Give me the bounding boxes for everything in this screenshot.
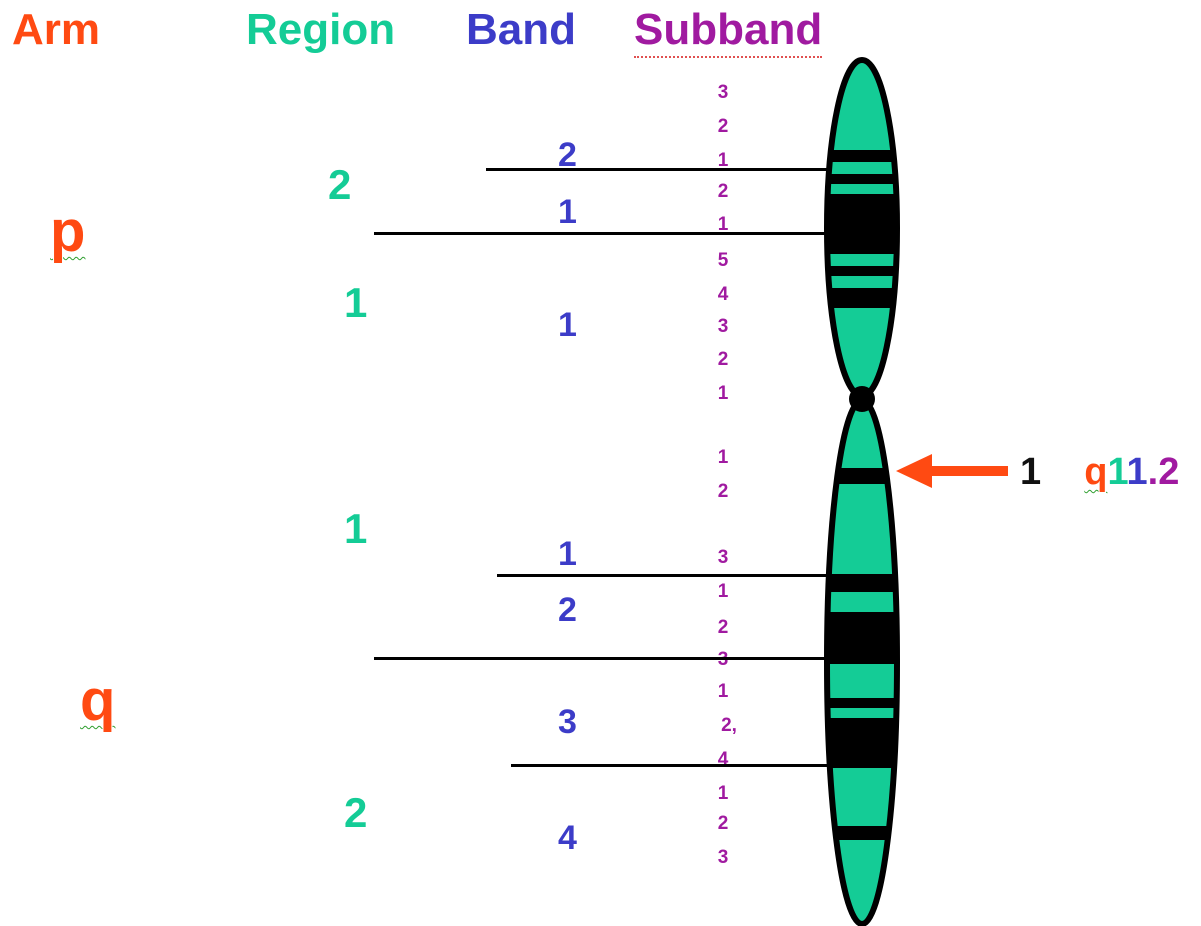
chromosome-band — [820, 194, 904, 254]
arrow-icon — [896, 454, 1008, 488]
centromere — [849, 386, 875, 412]
chromosome-band — [820, 266, 904, 276]
chromosome-band — [820, 718, 904, 768]
chromosome-q-arm — [820, 400, 904, 924]
annotation-subband: 2 — [1158, 451, 1179, 493]
annotation-region: 1 — [1107, 451, 1126, 493]
chromosome-p-arm — [820, 60, 904, 396]
band-annotation: 1 q11.2 — [1020, 452, 1179, 492]
chromosome-band — [820, 698, 904, 708]
chromosome-band — [820, 574, 904, 592]
annotation-number: 1 — [1020, 451, 1041, 493]
annotation-arm: q — [1084, 451, 1107, 493]
chromosome-band — [820, 468, 904, 484]
annotation-dot: . — [1148, 451, 1159, 493]
chromosome-band — [820, 174, 904, 184]
annotation-band: 1 — [1127, 451, 1148, 493]
chromosome-band — [820, 612, 904, 664]
